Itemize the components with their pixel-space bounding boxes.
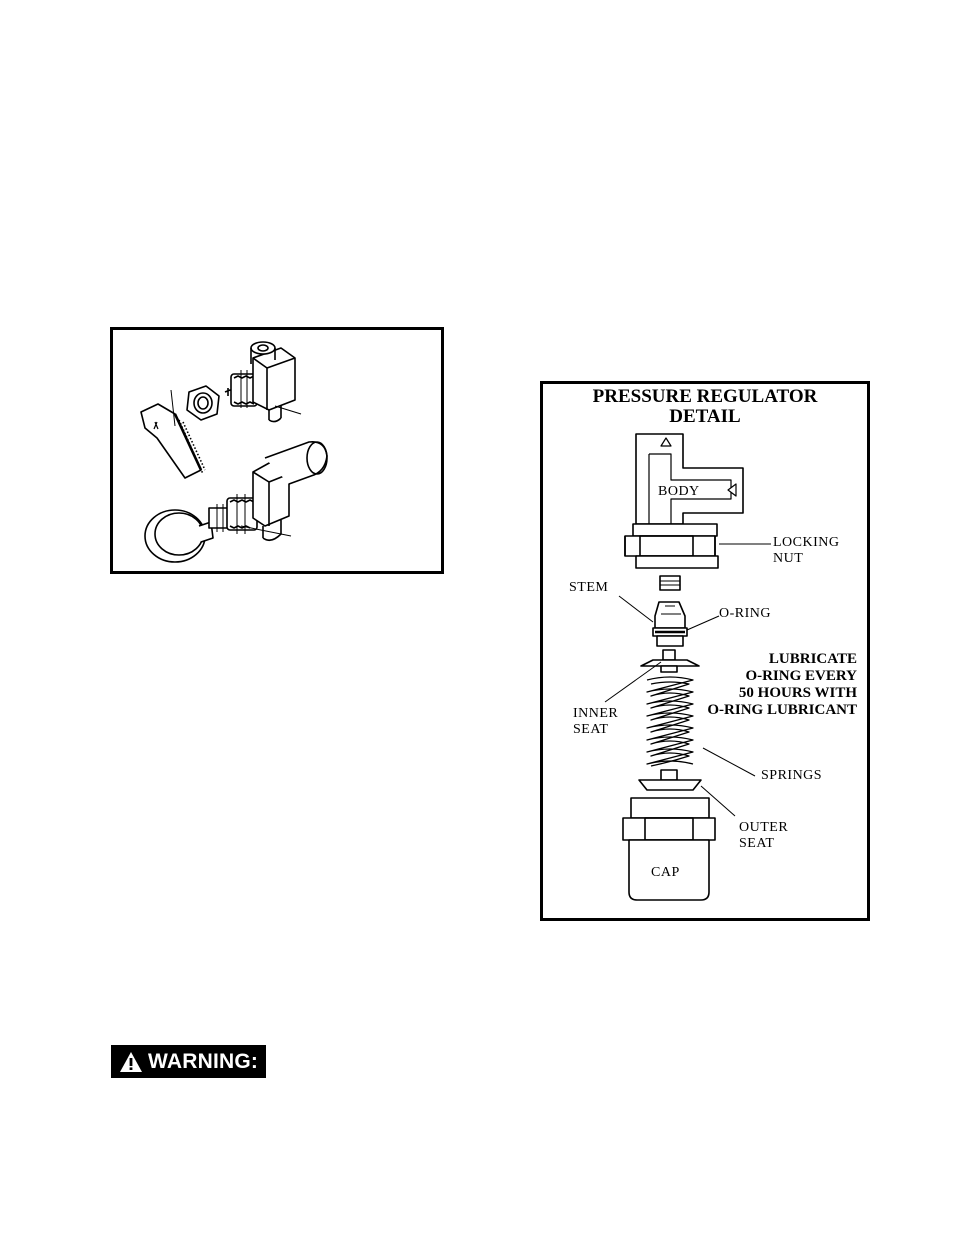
label-stem: STEM — [569, 580, 609, 595]
lubrication-note: LUBRICATE O-RING EVERY 50 HOURS WITH O-R… — [707, 651, 857, 719]
cap — [622, 797, 716, 901]
warning-badge: WARNING: — [111, 1045, 266, 1078]
note-line: 50 HOURS WITH — [738, 685, 857, 701]
label-o-ring: O-RING — [719, 606, 771, 621]
regulator-body — [635, 433, 744, 525]
spacer — [659, 575, 681, 591]
valve-assembly-figure — [110, 327, 444, 574]
stem — [618, 595, 720, 647]
note-line: O-RING LUBRICANT — [707, 702, 857, 718]
valve-assembly-illustration — [140, 341, 328, 563]
lower-valve-body — [208, 440, 328, 542]
springs — [646, 676, 756, 777]
push-knob — [144, 509, 214, 563]
warning-triangle-icon — [120, 1051, 142, 1072]
hex-nut — [186, 385, 220, 421]
lever-handle — [140, 389, 206, 479]
label-outer-seat-line1: OUTER — [739, 820, 789, 835]
label-body: BODY — [658, 484, 700, 499]
label-inner-seat-line2: SEAT — [573, 722, 609, 737]
locking-nut — [624, 523, 771, 569]
label-locking-nut-line1: LOCKING — [773, 535, 840, 550]
regulator-exploded-view — [604, 433, 771, 901]
label-inner-seat-line1: INNER — [573, 706, 619, 721]
label-locking-nut-line2: NUT — [773, 551, 804, 566]
label-springs: SPRINGS — [761, 768, 823, 783]
pressure-regulator-figure: PRESSURE REGULATOR DETAIL — [540, 381, 870, 921]
upper-valve-body — [224, 341, 302, 423]
label-cap: CAP — [651, 865, 680, 880]
outer-seat — [638, 769, 736, 817]
note-line: LUBRICATE — [768, 651, 857, 667]
inner-seat — [604, 649, 700, 703]
label-outer-seat-line2: SEAT — [739, 836, 775, 851]
regulator-subtitle: DETAIL — [669, 406, 741, 427]
note-line: O-RING EVERY — [745, 668, 857, 684]
regulator-title: PRESSURE REGULATOR — [592, 386, 818, 407]
warning-label: WARNING: — [148, 1049, 259, 1073]
